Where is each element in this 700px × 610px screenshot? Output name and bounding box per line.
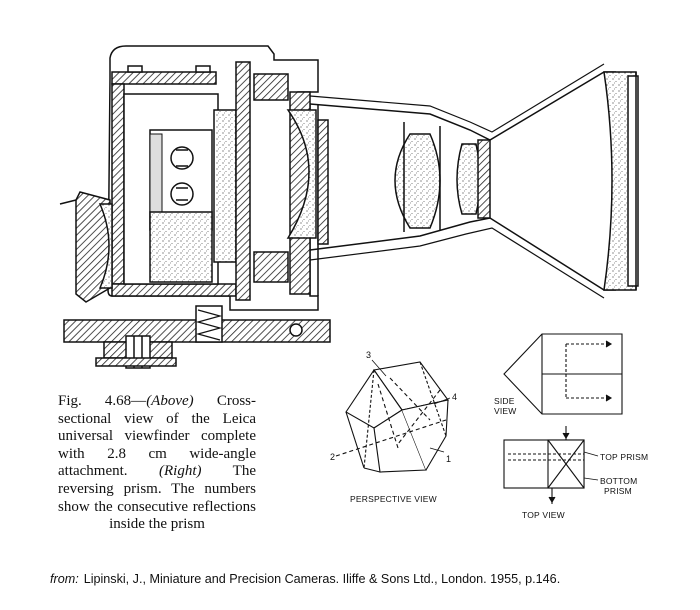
citation-text: Lipinski, J., Miniature and Precision Ca… [83,572,561,586]
caption-right: (Right) [159,463,202,480]
bottom-prism-label-2: PRISM [604,486,632,496]
perspective-view-label: PERSPECTIVE VIEW [350,494,437,504]
prism-top-view [503,426,599,504]
bottom-prism-label-1: BOTTOM [600,476,637,486]
housing-wall-top [111,71,217,85]
side-view-label-1: SIDE [494,396,515,406]
tube-lens-2 [394,133,441,229]
reflection-label-4: 4 [452,392,457,402]
screw-upper [170,146,194,170]
reflection-label-3: 3 [366,350,371,360]
housing-wall-left [111,83,125,285]
citation-from: from: [50,572,79,586]
prism-block [149,211,213,283]
prism-perspective-view [335,359,451,473]
eyepiece-lens [98,203,113,289]
caption-fig: Fig. 4.68— [58,393,147,409]
caption-part2: The reversing prism. The numbers show th… [58,463,256,533]
screw-lower [170,182,194,206]
field-lens [213,109,237,263]
prism-side-view [503,333,623,415]
side-view-label-2: VIEW [494,406,517,416]
tube-lens-3 [456,143,481,215]
top-view-label: TOP VIEW [522,510,565,520]
source-citation: from: Lipinski, J., Miniature and Precisi… [50,572,670,586]
bulkhead [235,61,251,301]
reflection-label-1: 1 [446,454,451,464]
top-knob-left [127,65,143,73]
caption-above: (Above) [146,393,194,409]
spring [195,309,223,341]
top-prism-label: TOP PRISM [600,452,648,462]
caption-part1: Cross-sectional view of the Leica univer… [58,393,256,480]
figure-caption: Fig. 4.68—(Above) Cross-sectional view o… [58,393,256,534]
reflection-label-2: 2 [330,452,335,462]
top-knob-right [195,65,211,73]
viewfinder-cross-section [59,45,639,369]
housing-wall-bottom [111,283,237,297]
tube-lens-1 [286,109,317,239]
tube-top-wall [309,71,616,141]
